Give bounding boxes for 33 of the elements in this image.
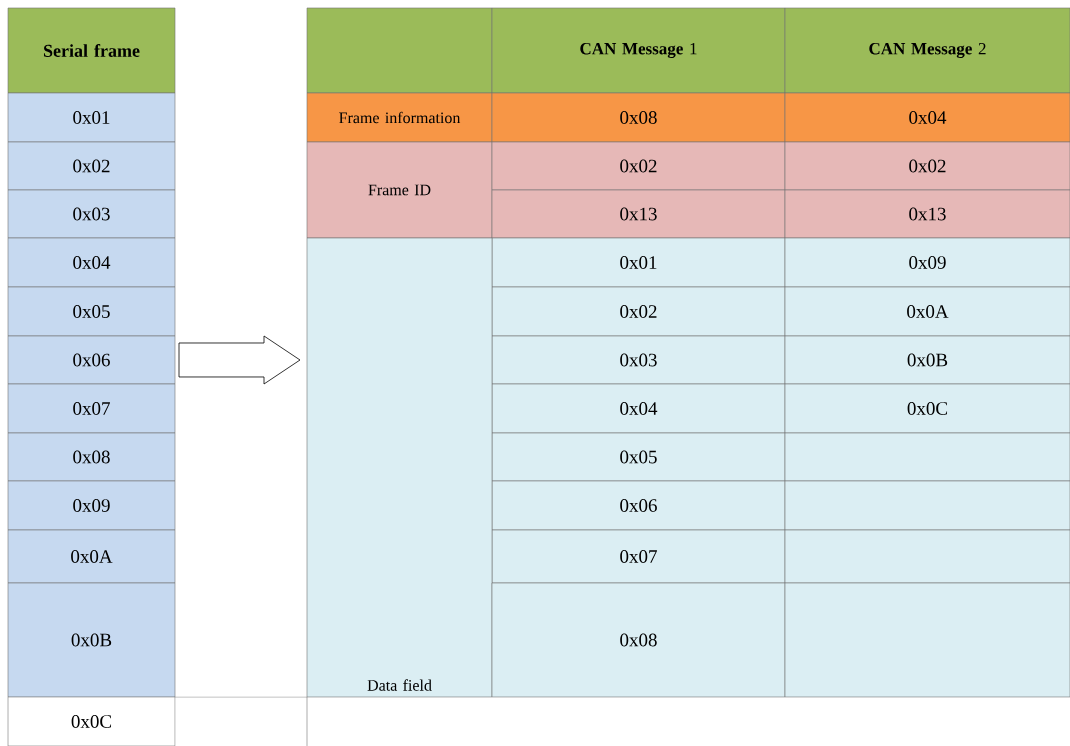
table-cell: 0x04 <box>7 237 176 288</box>
table-cell: 0x05 <box>491 432 786 482</box>
table-cell: CAN Message 2 <box>784 7 1070 94</box>
table-cell: 0x03 <box>7 189 176 239</box>
table-cell: 0x13 <box>491 189 786 239</box>
table-cell: 0x0C <box>7 696 176 746</box>
table-cell: 0x01 <box>7 92 176 143</box>
table-cell: 0x0B <box>784 335 1070 385</box>
table-cell: 0x06 <box>491 480 786 531</box>
table-cell: 0x08 <box>491 92 786 143</box>
table-cell: Serial frame <box>7 7 176 94</box>
table-cell: 0x07 <box>7 383 176 434</box>
table-cell: Frame information <box>306 92 493 143</box>
table-cell: 0x09 <box>784 237 1070 288</box>
table-cell: 0x02 <box>7 141 176 191</box>
table-cell: 0x07 <box>491 529 786 584</box>
table-cell: 0x03 <box>491 335 786 385</box>
table-cell: 0x0A <box>7 529 176 584</box>
table-cell: 0x04 <box>491 383 786 434</box>
table-cell: 0x02 <box>491 286 786 337</box>
table-cell: 0x0A <box>784 286 1070 337</box>
table-cell: 0x06 <box>7 335 176 385</box>
table-cell: 0x0C <box>784 383 1070 434</box>
table-cell: 0x13 <box>784 189 1070 239</box>
table-cell: 0x09 <box>7 480 176 531</box>
table-cell: 0x02 <box>491 141 786 191</box>
table-cell: 0x02 <box>784 141 1070 191</box>
table-cell: 0x01 <box>491 237 786 288</box>
table-cell: CAN Message 1 <box>491 7 786 94</box>
table-cell: Frame ID <box>306 141 493 239</box>
table-cell: 0x08 <box>7 432 176 482</box>
table-cell: 0x05 <box>7 286 176 337</box>
table-cell: 0x04 <box>784 92 1070 143</box>
